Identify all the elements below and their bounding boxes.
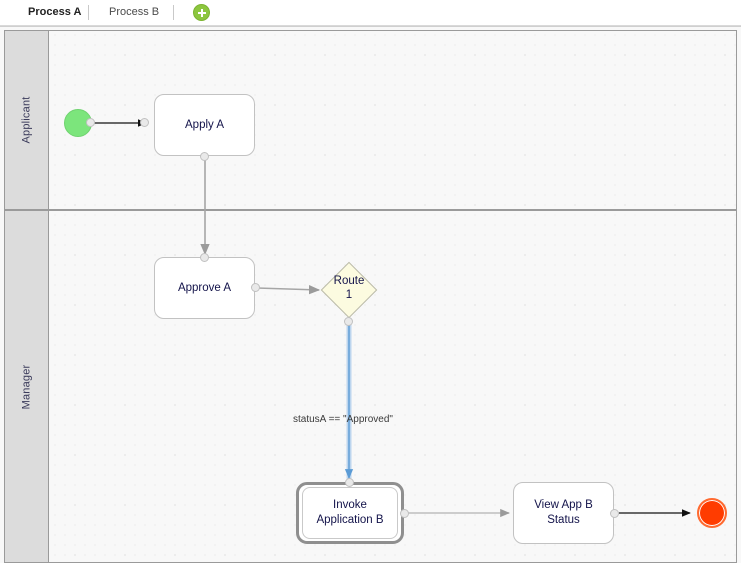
call-activity-inner-border: Invoke Application B <box>302 487 398 539</box>
port-invoke-app-b-right[interactable] <box>400 509 409 518</box>
tab-separator-1 <box>88 5 89 20</box>
task-apply-a[interactable]: Apply A <box>154 94 255 156</box>
task-view-app-b-status[interactable]: View App B Status <box>513 482 614 544</box>
tab-process-b[interactable]: Process B <box>109 6 160 18</box>
port-approve-a-right[interactable] <box>251 283 260 292</box>
flow-condition-label[interactable]: statusA == "Approved" <box>293 414 393 425</box>
end-event[interactable] <box>697 498 727 528</box>
port-apply-a-left[interactable] <box>140 118 149 127</box>
port-start-right[interactable] <box>86 118 95 127</box>
call-activity-invoke-application-b[interactable]: Invoke Application B <box>296 482 404 544</box>
call-activity-label-line2: Application B <box>316 514 384 526</box>
task-view-app-b-status-label-line1: View App B <box>534 499 593 511</box>
port-apply-a-bottom[interactable] <box>200 152 209 161</box>
lane-applicant[interactable]: Applicant <box>4 30 737 210</box>
tab-bar: Process A Process B <box>0 0 741 26</box>
task-view-app-b-status-label-line2: Status <box>547 514 580 526</box>
lane-manager-label: Manager <box>20 364 33 409</box>
lane-applicant-label: Applicant <box>20 96 33 144</box>
add-process-tab-button[interactable] <box>193 4 210 21</box>
task-apply-a-label: Apply A <box>185 118 224 131</box>
task-approve-a[interactable]: Approve A <box>154 257 255 319</box>
call-activity-label-line1: Invoke <box>333 499 367 511</box>
port-route-1-bottom[interactable] <box>344 317 353 326</box>
port-approve-a-top[interactable] <box>200 253 209 262</box>
task-approve-a-label: Approve A <box>177 281 232 294</box>
tab-process-a[interactable]: Process A <box>28 6 82 18</box>
diagram-canvas[interactable]: Applicant Manager <box>0 26 741 563</box>
port-view-app-b-right[interactable] <box>610 509 619 518</box>
port-invoke-app-b-top[interactable] <box>345 478 354 487</box>
tab-separator-2 <box>173 5 174 20</box>
lane-applicant-header[interactable]: Applicant <box>5 31 49 209</box>
lane-manager-header[interactable]: Manager <box>5 211 49 562</box>
canvas-top-border <box>0 26 741 27</box>
